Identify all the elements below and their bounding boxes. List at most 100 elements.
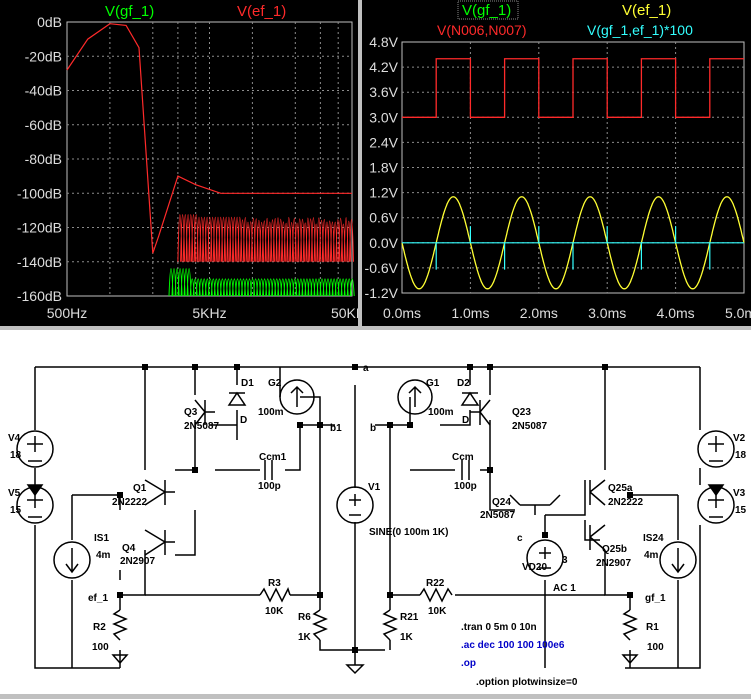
wire-left-inner xyxy=(120,367,145,668)
y-tick-label: -20dB xyxy=(25,48,62,64)
transient-plot[interactable]: 4.8V4.2V3.6V3.0V2.4V1.8V1.2V0.6V0.0V-0.6… xyxy=(362,0,751,326)
q25a-transistor[interactable] xyxy=(590,480,605,505)
component-value-q25a: 2N2222 xyxy=(608,497,643,508)
legend-vef1[interactable]: V(ef_1) xyxy=(622,2,671,19)
ac-plot[interactable]: 0dB-20dB-40dB-60dB-80dB-100dB-120dB-140d… xyxy=(0,0,358,326)
schematic[interactable] xyxy=(0,330,751,694)
v4v5-diode-icon xyxy=(28,485,42,495)
legend-vgf1[interactable]: V(gf_1) xyxy=(462,2,511,19)
component-value-r21: 1K xyxy=(400,632,413,643)
legend-vef1[interactable]: V(ef_1) xyxy=(237,3,286,20)
transient-plot-pane[interactable]: 4.8V4.2V3.6V3.0V2.4V1.8V1.2V0.6V0.0V-0.6… xyxy=(362,0,751,326)
ac-plot-series xyxy=(67,24,354,296)
component-name-is24: IS24 xyxy=(643,533,664,544)
component-name-d2: D2 xyxy=(457,378,470,389)
wire-q25 xyxy=(545,480,600,540)
component-value-g1: 100m xyxy=(428,407,454,418)
d1-diode[interactable] xyxy=(229,393,245,405)
component-name-q3: Q3 xyxy=(184,407,197,418)
component-name-r1: R1 xyxy=(646,622,659,633)
net-label-b: b xyxy=(370,423,376,434)
component-name-g1: G1 xyxy=(426,378,439,389)
component-value-q3: 2N5087 xyxy=(184,421,219,432)
component-name-v2: V2 xyxy=(733,433,745,444)
component-value-v4: 18 xyxy=(10,450,21,461)
legend-vn006-n007[interactable]: V(N006,N007) xyxy=(437,22,527,38)
component-value-r1: 100 xyxy=(647,642,664,653)
y-tick-label: 0.6V xyxy=(369,210,398,226)
y-tick-label: -100dB xyxy=(17,185,62,201)
wire-q3 xyxy=(175,367,195,555)
x-tick-label: 5.0ms xyxy=(725,305,751,321)
component-name-q1: Q1 xyxy=(133,483,146,494)
component-value-r3: 10K xyxy=(265,606,283,617)
component-value-r22: 10K xyxy=(428,606,446,617)
series-vgf1-line xyxy=(169,269,354,296)
legend-vgf1[interactable]: V(gf_1) xyxy=(105,3,154,20)
is1-current-source[interactable] xyxy=(54,542,90,578)
transient-plot-series xyxy=(402,59,744,289)
legend-vgf1-ef1-x100[interactable]: V(gf_1,ef_1)*100 xyxy=(587,22,693,38)
wire-ccm1 xyxy=(215,425,320,470)
x-tick-label: 2.0ms xyxy=(520,305,558,321)
component-value-q1: 2N2222 xyxy=(112,497,147,508)
ccm-capacitor[interactable] xyxy=(462,460,469,480)
r3-resistor[interactable] xyxy=(260,589,290,601)
ac-plot-y-ticks: 0dB-20dB-40dB-60dB-80dB-100dB-120dB-140d… xyxy=(17,14,62,304)
x-tick-label: 4.0ms xyxy=(657,305,695,321)
component-value-q23: 2N5087 xyxy=(512,421,547,432)
y-tick-label: 2.4V xyxy=(369,134,398,150)
component-value-v1: SINE(0 100m 1K) xyxy=(369,527,448,538)
net-label-a: a xyxy=(363,363,369,374)
ac-plot-pane[interactable]: 0dB-20dB-40dB-60dB-80dB-100dB-120dB-140d… xyxy=(0,0,358,326)
y-tick-label: 3.6V xyxy=(369,84,398,100)
v2v3-diode-icon xyxy=(709,485,723,495)
component-name-r3: R3 xyxy=(268,578,281,589)
x-tick-label: 50KHz xyxy=(331,305,358,321)
ac-plot-x-ticks: 500Hz5KHz50KHz xyxy=(47,305,358,321)
transient-plot-x-ticks: 0.0ms1.0ms2.0ms3.0ms4.0ms5.0ms xyxy=(383,305,751,321)
q24-transistor[interactable] xyxy=(510,495,560,515)
y-tick-label: 4.2V xyxy=(369,59,398,75)
component-name-ccm: Ccm xyxy=(452,452,474,463)
y-tick-label: 1.8V xyxy=(369,160,398,176)
component-value-v2: 18 xyxy=(735,450,746,461)
ground-icon xyxy=(347,665,363,673)
y-tick-label: 1.2V xyxy=(369,185,398,201)
q1-transistor[interactable] xyxy=(145,480,175,505)
net-label-ef1: ef_1 xyxy=(88,593,108,604)
component-name-q4: Q4 xyxy=(122,543,135,554)
y-tick-label: 3.0V xyxy=(369,109,398,125)
is24-current-source[interactable] xyxy=(660,542,696,578)
component-value-ccm: 100p xyxy=(454,481,477,492)
ccm1-capacitor[interactable] xyxy=(265,460,272,480)
transient-plot-y-ticks: 4.8V4.2V3.6V3.0V2.4V1.8V1.2V0.6V0.0V-0.6… xyxy=(365,34,399,301)
component-value-ccm1: 100p xyxy=(258,481,281,492)
schematic-pane[interactable]: V418V515IS14mQ12N2222Q42N2907Q32N5087D1D… xyxy=(0,330,751,694)
component-name-vd20: VD20 xyxy=(522,562,547,573)
directive-option: .option plotwinsize=0 xyxy=(476,677,577,688)
component-name-d1: D1 xyxy=(241,378,254,389)
series-vgf1-ef1-x100-line xyxy=(402,226,744,270)
r21-resistor[interactable] xyxy=(384,610,396,640)
v4-source[interactable] xyxy=(17,431,53,467)
r22-resistor[interactable] xyxy=(420,589,452,601)
wire-g2 xyxy=(280,367,335,595)
x-tick-label: 3.0ms xyxy=(588,305,626,321)
wire-r3 xyxy=(120,495,320,595)
component-name-r22: R22 xyxy=(426,578,444,589)
r6-resistor[interactable] xyxy=(314,610,326,640)
net-label-gf1: gf_1 xyxy=(645,593,666,604)
y-tick-label: -160dB xyxy=(17,288,62,304)
component-value-r2: 100 xyxy=(92,642,109,653)
v2-source[interactable] xyxy=(698,431,734,467)
r1-resistor[interactable] xyxy=(624,610,636,640)
q4-transistor[interactable] xyxy=(145,530,175,555)
y-tick-label: -1.2V xyxy=(365,285,399,301)
component-value-d1: D xyxy=(240,415,247,426)
component-value-vd20: AC 1 xyxy=(553,583,576,594)
r2-resistor[interactable] xyxy=(114,610,126,640)
d2-diode[interactable] xyxy=(462,393,478,405)
x-tick-label: 5KHz xyxy=(192,305,226,321)
component-value-g2: 100m xyxy=(258,407,284,418)
